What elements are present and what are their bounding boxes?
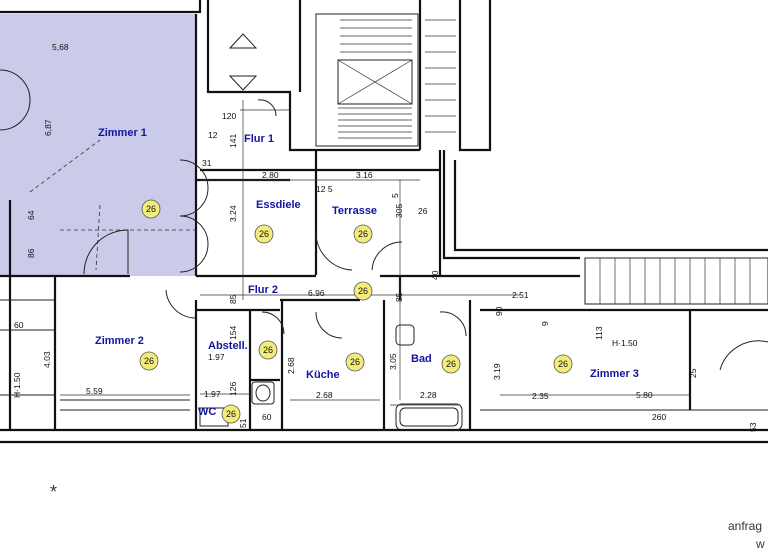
room-label-abstell: Abstell.	[208, 340, 248, 352]
dim-label: H·1.50	[612, 338, 638, 348]
svg-text:26: 26	[358, 229, 368, 239]
svg-text:26: 26	[146, 204, 156, 214]
footer-note-2: w	[755, 537, 765, 551]
room-label-flur2: Flur 2	[248, 284, 278, 296]
dim-label: 90	[494, 306, 504, 316]
dim-label: 154	[228, 326, 238, 340]
room-badge: 26	[139, 351, 159, 371]
room-badge: 26	[353, 224, 373, 244]
dim-label: 5.80	[636, 390, 653, 400]
dim-label: 2.51	[512, 290, 529, 300]
dim-label: 2.68	[286, 357, 296, 374]
dim-label: 113	[594, 326, 604, 340]
dim-label: 4.03	[42, 351, 52, 368]
staircase	[315, 13, 456, 147]
svg-text:26: 26	[226, 409, 236, 419]
room-label-zimmer2: Zimmer 2	[95, 335, 144, 347]
outer-walls	[0, 0, 768, 444]
dim-label: 2.80	[262, 170, 279, 180]
elevator-arrows	[228, 33, 258, 91]
room-label-flur1: Flur 1	[244, 133, 274, 145]
svg-text:26: 26	[446, 359, 456, 369]
svg-text:26: 26	[350, 357, 360, 367]
room-badge: 26	[221, 404, 241, 424]
dim-label: 12 5	[316, 184, 333, 194]
room-label-terrasse: Terrasse	[332, 205, 377, 217]
dim-label: H·1.50	[12, 372, 22, 398]
svg-text:26: 26	[558, 359, 568, 369]
room-label-bad: Bad	[411, 353, 432, 365]
dim-label: 85	[228, 294, 238, 304]
room-label-zimmer1: Zimmer 1	[98, 127, 147, 139]
fixtures	[199, 324, 463, 431]
zimmer1-highlight	[0, 14, 196, 276]
svg-text:26: 26	[259, 229, 269, 239]
room-badge: 26	[553, 354, 573, 374]
room-badge: 26	[258, 340, 278, 360]
dim-label: 3.24	[228, 205, 238, 222]
dim-label: 5	[390, 193, 400, 198]
dim-label: 2.28	[420, 390, 437, 400]
dim-label: 6.96	[308, 288, 325, 298]
dimension-lines	[29, 100, 690, 406]
room-badge: 26	[254, 224, 274, 244]
dim-label: 2.68	[316, 390, 333, 400]
dim-label: 40	[430, 270, 440, 280]
dim-label: 53	[748, 422, 758, 432]
dim-label: 64	[26, 210, 36, 220]
room-badge: 26	[353, 281, 373, 301]
dim-label: 60	[14, 320, 24, 330]
asterisk-mark: *	[50, 482, 57, 502]
room-label-zimmer3: Zimmer 3	[590, 368, 639, 380]
dim-label: 86	[26, 248, 36, 258]
dim-label: 1.97	[204, 389, 221, 399]
doors	[0, 69, 768, 371]
dim-label: 260	[652, 412, 666, 422]
dim-label: 120	[222, 111, 236, 121]
dim-label: 12	[208, 130, 218, 140]
footer-note: anfrag	[728, 519, 762, 533]
dim-label: 85	[394, 292, 404, 302]
dim-label: 5,68	[52, 42, 69, 52]
dim-label: 25	[688, 368, 698, 378]
dim-label: 1.97	[208, 352, 225, 362]
svg-text:26: 26	[358, 286, 368, 296]
balcony-railing	[584, 257, 768, 305]
dim-label: 60	[262, 412, 272, 422]
dim-label: 3.05	[388, 353, 398, 370]
room-label-essdiele: Essdiele	[256, 199, 301, 211]
dim-label: 5.59	[86, 386, 103, 396]
svg-text:26: 26	[144, 356, 154, 366]
dim-label: 26	[418, 206, 428, 216]
dim-label: 51	[238, 418, 248, 428]
dim-label: 3.19	[492, 363, 502, 380]
room-label-wc: WC	[198, 406, 216, 418]
dim-label: 3.16	[356, 170, 373, 180]
room-badge: 26	[441, 354, 461, 374]
dim-label: 9	[540, 321, 550, 326]
dim-label: 126	[228, 382, 238, 396]
dim-label: 2.35	[532, 391, 549, 401]
room-label-kueche: Küche	[306, 369, 340, 381]
dim-label: 141	[228, 134, 238, 148]
dim-label: 31	[202, 158, 212, 168]
dim-label: 305	[394, 204, 404, 218]
svg-text:26: 26	[263, 345, 273, 355]
room-badge: 26	[141, 199, 161, 219]
room-badge: 26	[345, 352, 365, 372]
dim-label: 6,87	[43, 119, 53, 136]
